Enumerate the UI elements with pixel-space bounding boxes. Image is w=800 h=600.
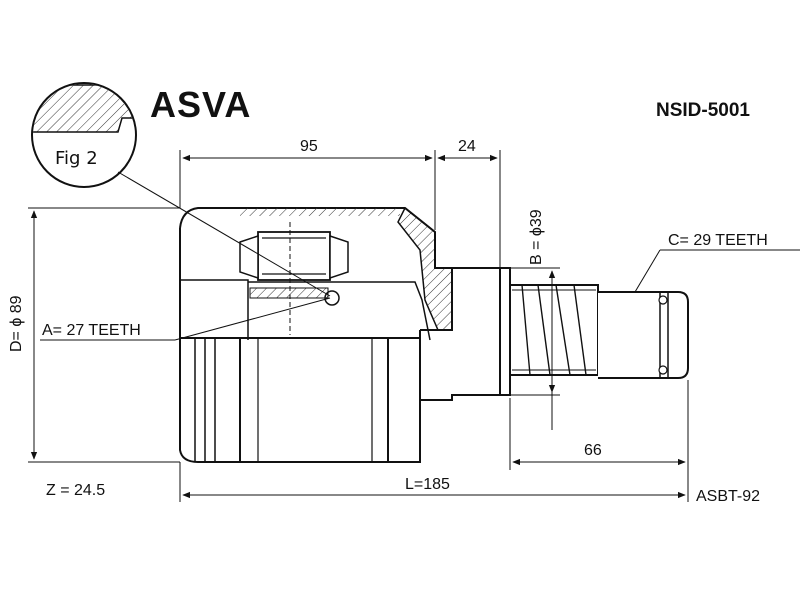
dimension-24: 24 — [458, 138, 476, 155]
z-value: Z = 24.5 — [46, 482, 106, 499]
c-teeth-label: C= 29 TEETH — [668, 232, 768, 249]
dimension-lines — [28, 150, 800, 502]
dimension-l-185: L=185 — [405, 476, 450, 493]
abs-code: ASBT-92 — [696, 488, 761, 505]
dimension-66: 66 — [584, 442, 602, 459]
dimension-d-diameter: D= ϕ 89 — [8, 295, 25, 352]
a-teeth-label: A= 27 TEETH — [42, 322, 141, 339]
dimension-b-diameter: B = ϕ39 — [528, 209, 545, 265]
dimension-95: 95 — [300, 138, 318, 155]
fig-2-detail-circle — [31, 82, 137, 188]
brand-logo: ASVA — [150, 84, 252, 125]
splined-shaft — [499, 267, 689, 396]
fig-label: Fig 2 — [55, 148, 98, 169]
part-number: NSID-5001 — [656, 100, 750, 121]
cv-housing — [179, 206, 501, 463]
